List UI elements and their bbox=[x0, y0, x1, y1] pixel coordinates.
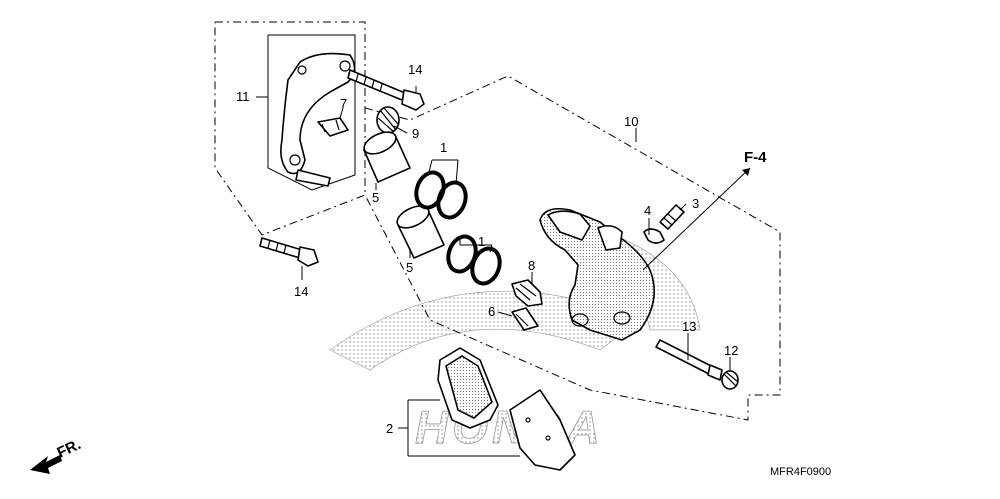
label-part-1-lower: 1 bbox=[478, 234, 485, 249]
piston-upper bbox=[363, 131, 411, 183]
pin-bolt bbox=[655, 339, 723, 381]
bolt-top bbox=[347, 69, 425, 111]
label-part-10: 10 bbox=[624, 114, 638, 129]
label-part-3: 3 bbox=[692, 196, 699, 211]
brake-pad-front bbox=[509, 389, 576, 471]
label-part-14-lower: 14 bbox=[294, 284, 308, 299]
bleeder-cap bbox=[659, 204, 685, 230]
diagram-code: MFR4F0900 bbox=[770, 466, 831, 478]
label-part-5-upper: 5 bbox=[372, 190, 379, 205]
pad-clip bbox=[317, 117, 349, 137]
label-part-11: 11 bbox=[236, 89, 250, 104]
watermark-text: HONDA bbox=[415, 401, 604, 453]
label-part-4: 4 bbox=[644, 203, 651, 218]
seals-upper bbox=[414, 170, 468, 220]
bolt-bottom bbox=[259, 237, 319, 267]
caliper-body bbox=[539, 207, 656, 341]
label-part-5-lower: 5 bbox=[406, 260, 413, 275]
pin-plug bbox=[721, 370, 739, 390]
label-part-2: 2 bbox=[386, 421, 393, 436]
piston-lower bbox=[396, 205, 445, 259]
label-part-8: 8 bbox=[528, 258, 535, 273]
pad-spring bbox=[511, 307, 539, 331]
label-part-1-upper: 1 bbox=[440, 140, 447, 155]
boot bbox=[376, 106, 400, 134]
label-part-7: 7 bbox=[340, 96, 347, 111]
ref-label: F-4 bbox=[744, 149, 767, 166]
brake-pad-rear bbox=[437, 347, 499, 429]
front-direction-arrow: FR. bbox=[30, 436, 84, 474]
label-part-14-upper: 14 bbox=[408, 62, 422, 77]
label-part-9: 9 bbox=[412, 126, 419, 141]
bleeder-screw bbox=[511, 279, 543, 307]
bracket-assembly-outline bbox=[214, 21, 366, 236]
bleeder-cover bbox=[643, 228, 665, 244]
direction-label: FR. bbox=[55, 436, 84, 462]
bracket-inner-outline bbox=[267, 34, 356, 191]
label-part-12: 12 bbox=[724, 343, 738, 358]
label-part-13: 13 bbox=[682, 319, 696, 334]
seals-lower bbox=[446, 234, 502, 286]
label-part-6: 6 bbox=[488, 304, 495, 319]
caliper-bracket bbox=[280, 52, 356, 187]
leader-lines bbox=[256, 86, 751, 457]
